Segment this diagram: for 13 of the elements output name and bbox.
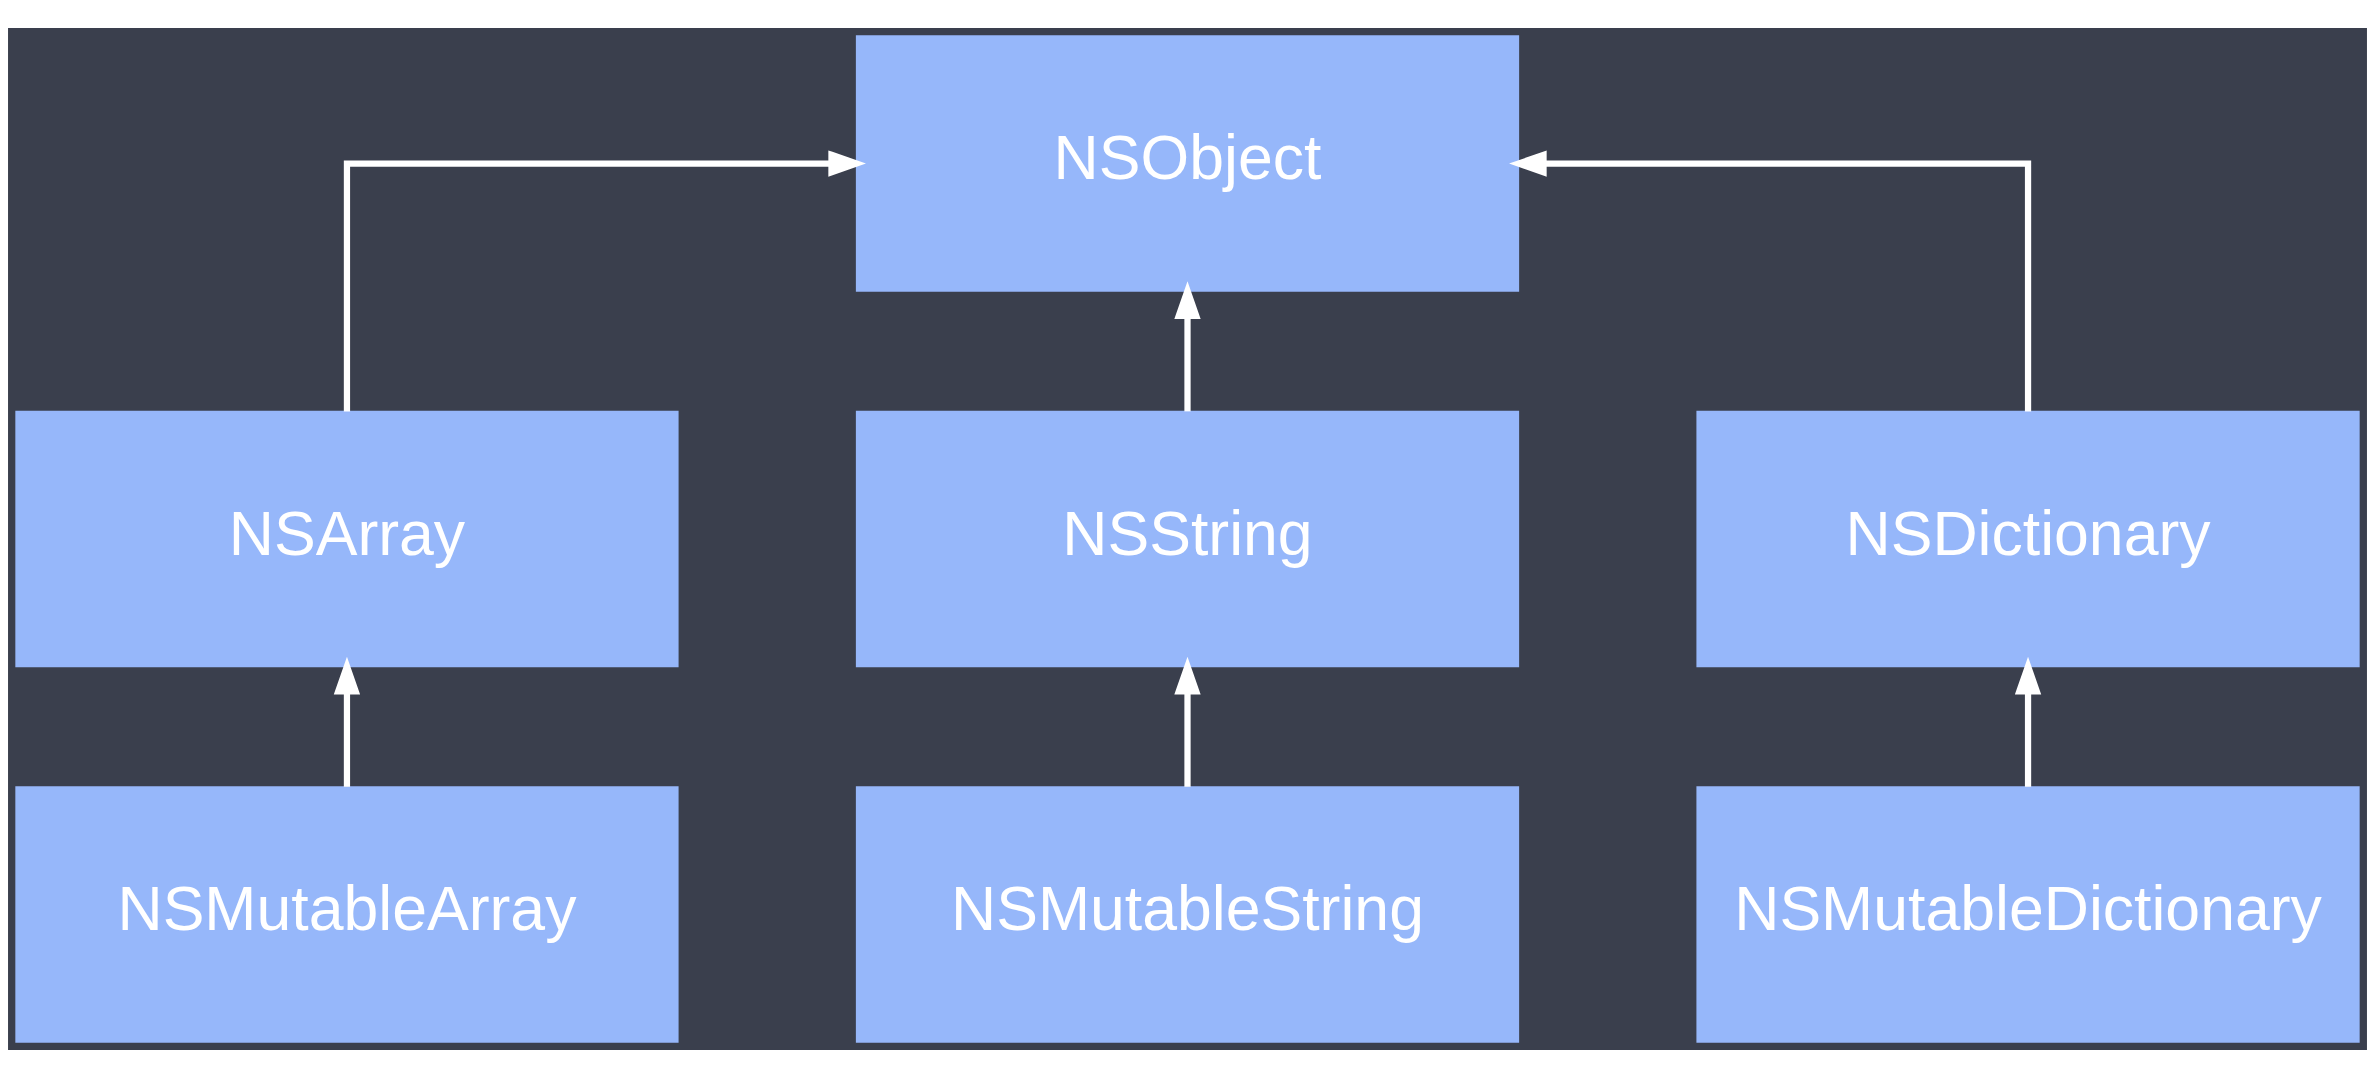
node-box: NSMutableArray [15, 785, 679, 1043]
node-box: NSArray [15, 410, 679, 667]
arrow [2014, 656, 2042, 787]
node-box: NSObject [855, 34, 1520, 292]
node-box: NSMutableString [855, 785, 1520, 1043]
arrow [343, 149, 866, 411]
arrow [333, 656, 361, 787]
node-box: NSMutableDictionary [1696, 785, 2360, 1043]
arrow [1174, 656, 1201, 787]
arrow [1174, 280, 1201, 411]
node-box: NSDictionary [1696, 410, 2360, 667]
arrow [1509, 149, 2032, 411]
node-box: NSString [855, 410, 1520, 667]
